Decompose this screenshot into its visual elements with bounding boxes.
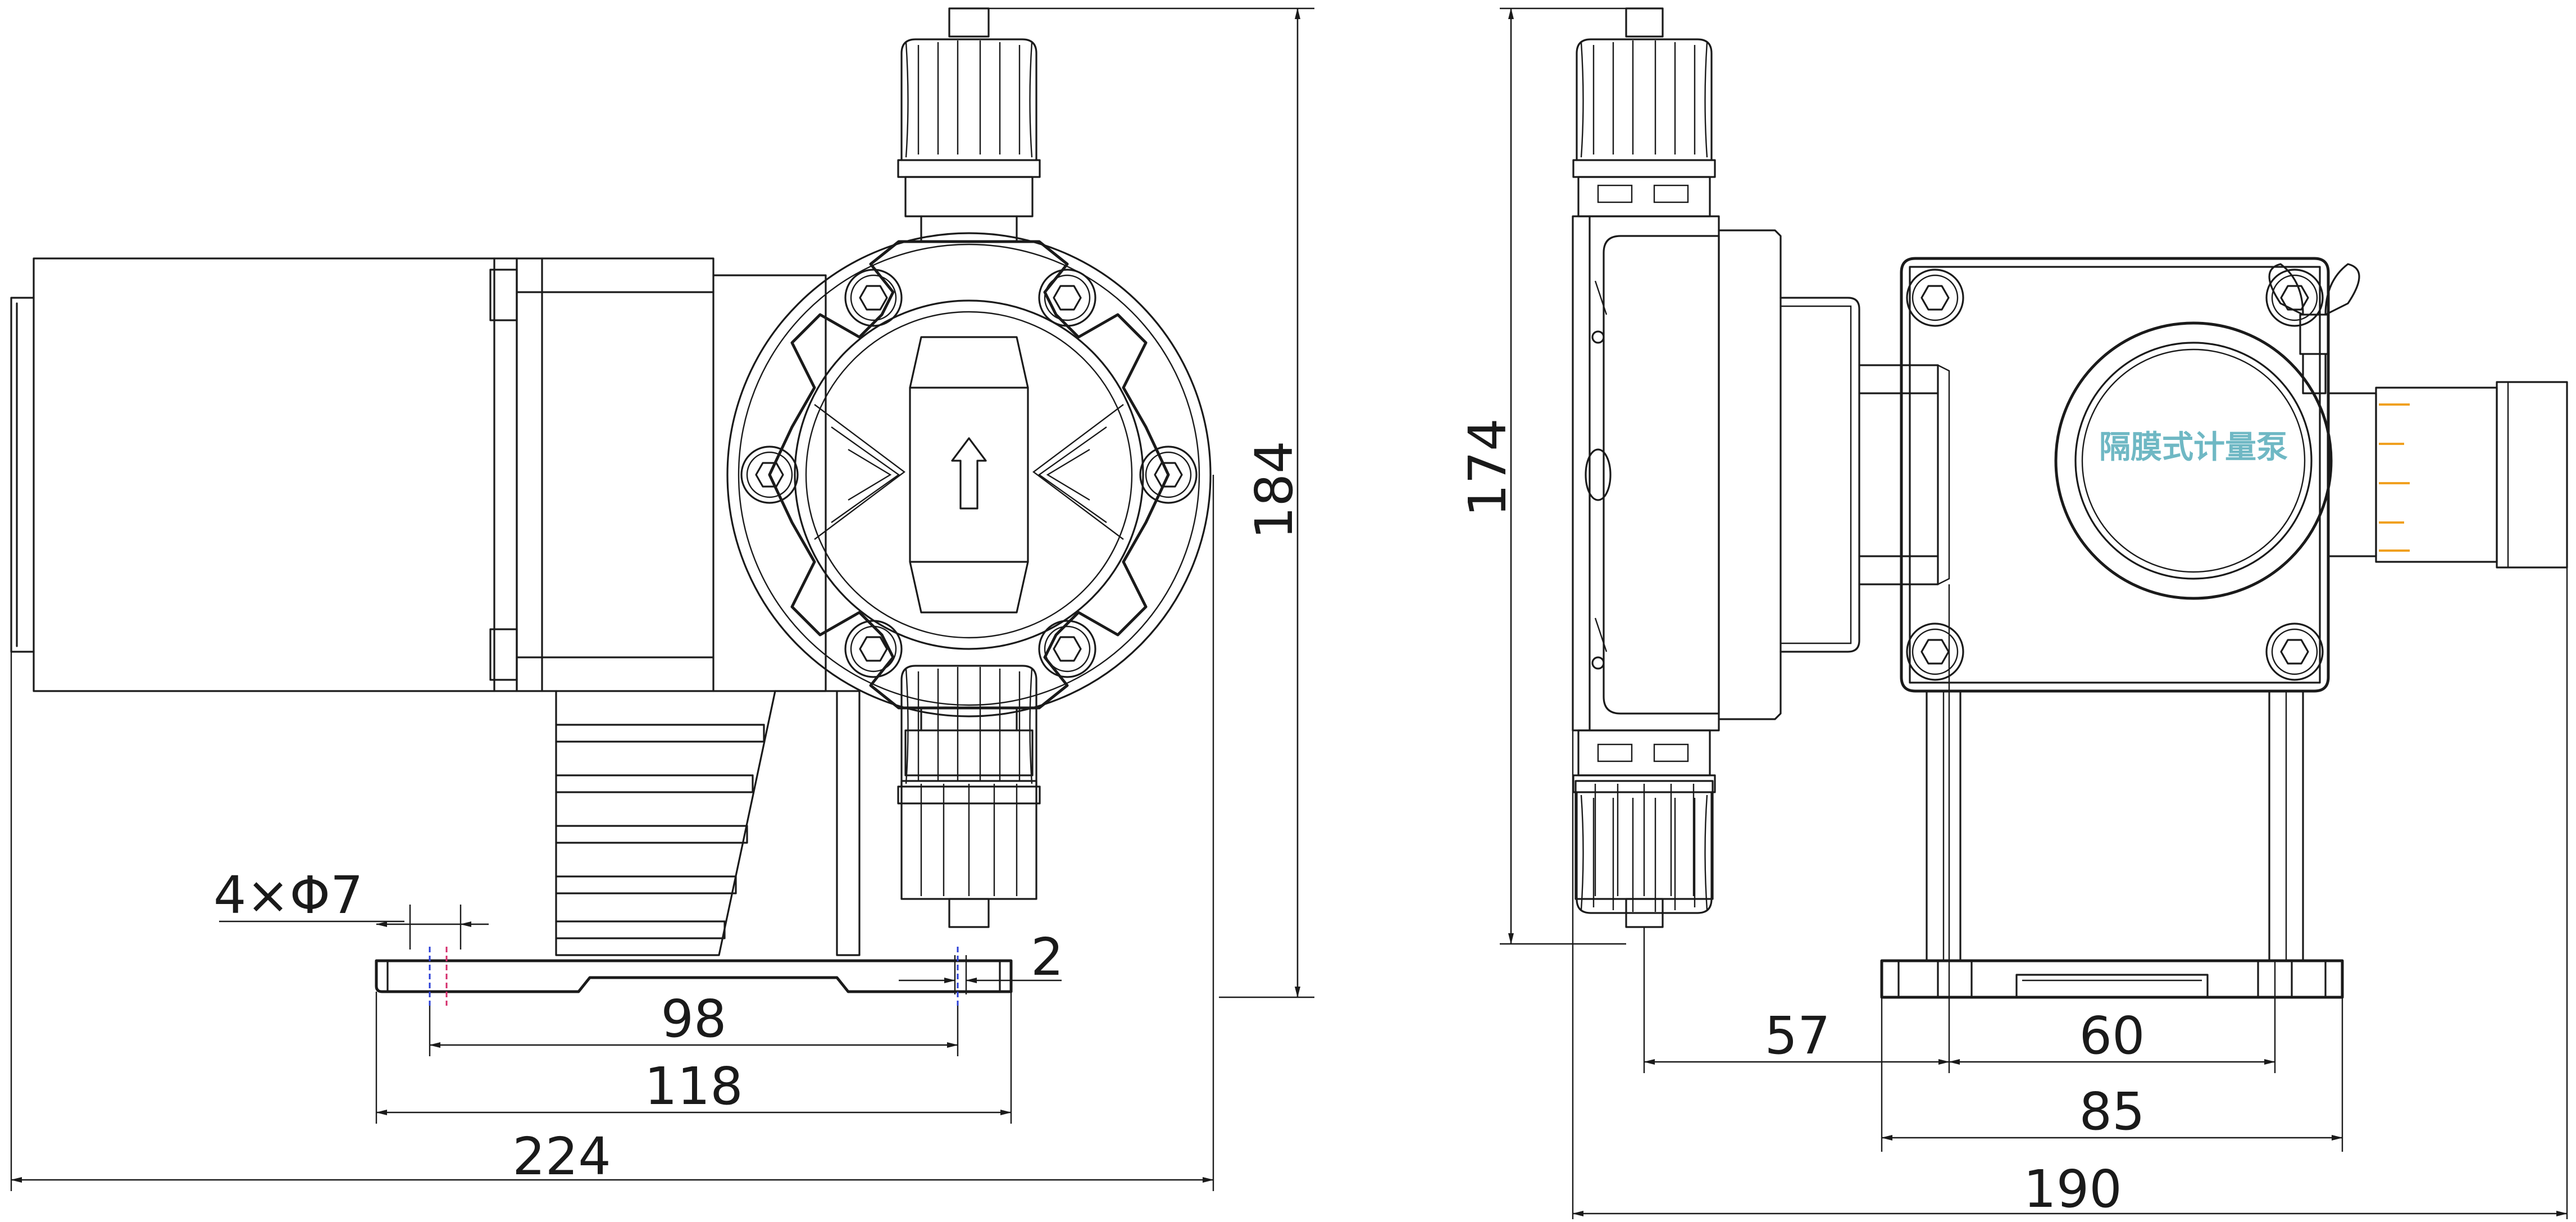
valve-column	[1572, 7, 1720, 928]
top-valve	[897, 7, 1041, 243]
gearbox	[516, 257, 827, 692]
height-184-label: 184	[1244, 440, 1304, 539]
connection-shaft	[1858, 364, 1950, 585]
pump-head	[726, 232, 1212, 717]
total-length-224-label: 224	[512, 1126, 611, 1187]
offset-57-label: 57	[1764, 1006, 1830, 1066]
nameplate-window: 隔膜式计量泵	[2054, 321, 2333, 600]
width-85-label: 85	[2079, 1082, 2145, 1142]
height-174-label: 174	[1458, 418, 1518, 517]
base-front	[1880, 959, 2344, 999]
base-stand	[375, 690, 1013, 993]
motor-body	[10, 257, 518, 692]
dimensions-left: 4×Φ7 184 2 98 118 224	[10, 7, 1314, 1191]
stroke-knob	[2327, 381, 2568, 569]
width-60-label: 60	[2079, 1006, 2145, 1066]
wing-nut	[2268, 263, 2360, 394]
flange-disk	[1718, 229, 1860, 720]
bolt-spacing-98-label: 98	[661, 989, 726, 1049]
gap-2-label: 2	[1031, 927, 1064, 987]
base-width-118-label: 118	[644, 1056, 743, 1116]
front-view-right: 隔膜式计量泵	[1572, 7, 2568, 999]
nameplate-label: 隔膜式计量泵	[2099, 429, 2288, 466]
dimensions-right: 174 57 60 85 190	[1458, 7, 2568, 1219]
gearbox-front	[1900, 257, 2330, 693]
hole-spec-label: 4×Φ7	[213, 865, 363, 925]
side-view-left	[10, 7, 1212, 993]
total-width-190-label: 190	[2023, 1159, 2122, 1219]
support-legs	[1926, 690, 2304, 962]
bottom-valve	[897, 665, 1041, 928]
